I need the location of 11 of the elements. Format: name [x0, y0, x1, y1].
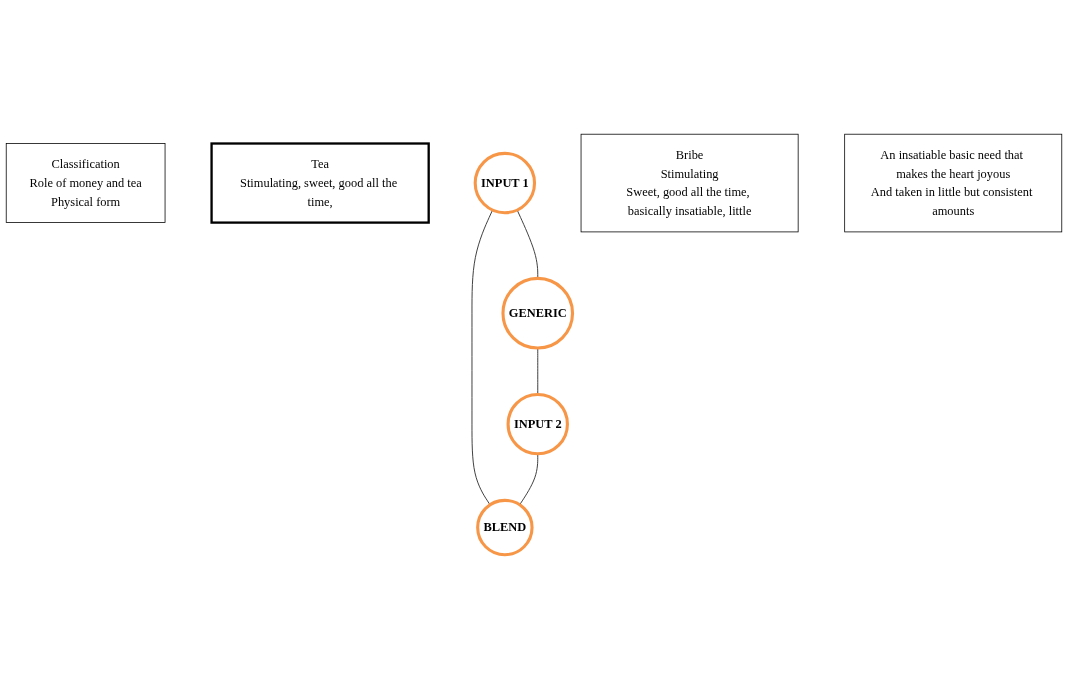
node-circle: INPUT 1	[473, 151, 537, 215]
node-box: Tea Stimulating, sweet, good all the time,	[210, 142, 430, 224]
node-box: Classification Role of money and tea Physical form	[5, 143, 166, 224]
node-box: An insatiable basic need that makes the heart joyous And taken in little but consistent amounts	[844, 133, 1063, 233]
node-box: Bribe Stimulating Sweet, good all the time, basically insatiable, little	[580, 133, 799, 233]
node-circle: BLEND	[476, 498, 534, 557]
connector	[537, 347, 539, 395]
connector	[471, 209, 493, 506]
connector	[516, 209, 539, 279]
node-circle: INPUT 2	[506, 393, 569, 456]
node-circle: GENERIC	[501, 276, 575, 350]
